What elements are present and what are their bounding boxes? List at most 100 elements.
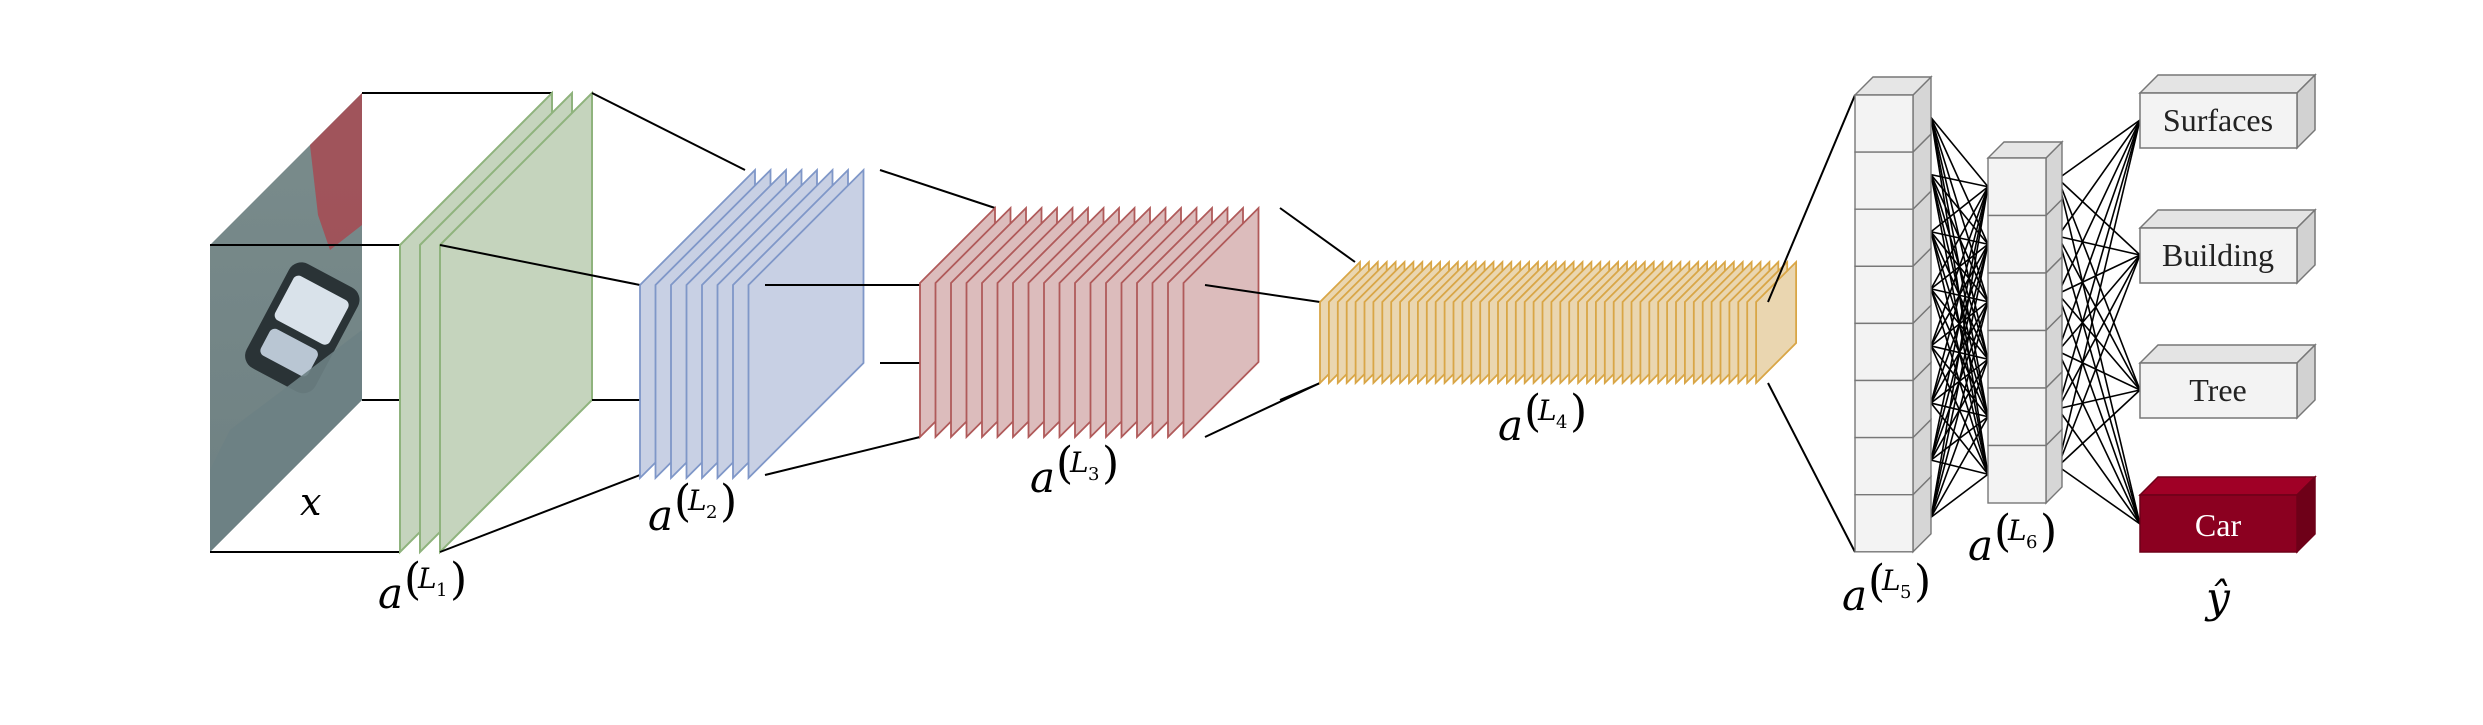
dense-edge bbox=[1930, 173, 1989, 188]
l5-cell bbox=[1854, 151, 1914, 210]
dense-edge bbox=[2057, 254, 2141, 410]
l2-map bbox=[747, 167, 865, 481]
dense-edge bbox=[1930, 186, 1989, 347]
layer-l6: a ( L 6 ) bbox=[1968, 140, 2064, 570]
l4-maps bbox=[1319, 259, 1797, 386]
svg-text:): ) bbox=[720, 476, 737, 527]
output-label: ŷ bbox=[2204, 573, 2231, 622]
svg-text:L: L bbox=[1069, 446, 1089, 479]
svg-text:): ) bbox=[1102, 438, 1119, 489]
dense-edge bbox=[2057, 178, 2141, 391]
l6-cells bbox=[1986, 140, 2064, 505]
l5-cells bbox=[1853, 75, 1933, 554]
dense-edge bbox=[2057, 293, 2141, 391]
class-label-car: Car bbox=[2195, 507, 2242, 543]
svg-text:4: 4 bbox=[1556, 412, 1567, 433]
svg-text:6: 6 bbox=[2026, 532, 2037, 553]
l5-cell bbox=[1854, 208, 1914, 267]
class-box-building: Building bbox=[2138, 208, 2317, 285]
l5-cell bbox=[1854, 265, 1914, 325]
dense-edge bbox=[2057, 254, 2141, 352]
layer-l5: a ( L 5 ) bbox=[1842, 75, 1933, 620]
svg-text:(: ( bbox=[1868, 556, 1885, 607]
output-classes: Surfaces Building Tree Car ŷ bbox=[2138, 73, 2317, 622]
l1-label: a ( L 1 ) bbox=[378, 554, 467, 618]
l6-cell bbox=[1987, 272, 2047, 332]
layer-l1: a ( L 1 ) bbox=[378, 90, 746, 618]
svg-text:(: ( bbox=[404, 554, 421, 605]
l6-cell bbox=[1987, 157, 2047, 217]
l2-maps bbox=[639, 167, 865, 481]
dense-edge bbox=[2057, 178, 2141, 525]
l4-map bbox=[1755, 259, 1797, 386]
layer-l3: a ( L 3 ) bbox=[919, 205, 1356, 502]
l2-label: a ( L 2 ) bbox=[648, 476, 737, 540]
input-red-patch bbox=[310, 93, 362, 250]
dense-edge bbox=[2057, 254, 2141, 467]
svg-text:3: 3 bbox=[1088, 464, 1099, 485]
svg-text:L: L bbox=[687, 484, 707, 517]
input-image: x bbox=[210, 92, 552, 553]
svg-text:L: L bbox=[417, 562, 437, 595]
l6-label: a ( L 6 ) bbox=[1968, 506, 2057, 570]
layer-l2: a ( L 2 ) bbox=[639, 167, 996, 540]
l5-label: a ( L 5 ) bbox=[1842, 556, 1931, 620]
dense-edge bbox=[2057, 119, 2141, 467]
l4-label: a ( L 4 ) bbox=[1498, 386, 1587, 450]
dense-edge bbox=[1930, 358, 1989, 518]
svg-text:a: a bbox=[1498, 401, 1523, 450]
svg-text:L: L bbox=[1881, 564, 1901, 597]
dense-connections-l5-l6 bbox=[1930, 117, 1989, 518]
dense-edge bbox=[2057, 119, 2141, 295]
input-label: x bbox=[300, 480, 321, 524]
l3-label: a ( L 3 ) bbox=[1030, 438, 1119, 502]
dense-edge bbox=[2057, 119, 2141, 237]
dense-edge bbox=[1930, 186, 1989, 461]
l5-cell bbox=[1854, 379, 1914, 439]
class-box-surfaces: Surfaces bbox=[2138, 73, 2317, 150]
dense-edge bbox=[1930, 473, 1989, 518]
dense-edge bbox=[1930, 186, 1989, 404]
l4-connectors bbox=[1767, 94, 1856, 553]
dense-edge bbox=[1930, 416, 1989, 518]
class-box-tree: Tree bbox=[2138, 343, 2317, 420]
class-label-building: Building bbox=[2162, 237, 2274, 273]
svg-text:): ) bbox=[450, 554, 467, 605]
dense-connections-l6-output bbox=[2057, 119, 2141, 525]
svg-text:(: ( bbox=[1994, 506, 2011, 557]
svg-text:(: ( bbox=[1056, 438, 1073, 489]
dense-edge bbox=[1930, 186, 1989, 518]
dense-edge bbox=[1930, 301, 1989, 518]
svg-text:(: ( bbox=[674, 476, 691, 527]
l6-cell bbox=[1987, 444, 2047, 504]
svg-text:5: 5 bbox=[1900, 582, 1911, 603]
svg-text:1: 1 bbox=[436, 580, 447, 601]
l2-connectors bbox=[764, 169, 996, 476]
dense-edge bbox=[2057, 119, 2141, 180]
dense-edge bbox=[2057, 236, 2141, 525]
dense-edge bbox=[1930, 186, 1989, 290]
svg-text:L: L bbox=[2007, 514, 2027, 547]
dense-edge bbox=[2057, 178, 2141, 256]
dense-edge bbox=[2057, 465, 2141, 525]
dense-edge bbox=[2057, 119, 2141, 409]
dense-edge bbox=[2057, 408, 2141, 525]
svg-text:a: a bbox=[1842, 571, 1867, 620]
input-road bbox=[210, 330, 362, 552]
class-label-tree: Tree bbox=[2189, 372, 2246, 408]
l5-cell bbox=[1854, 322, 1914, 382]
l6-cell bbox=[1987, 214, 2047, 274]
l6-cell bbox=[1987, 387, 2047, 447]
svg-text:2: 2 bbox=[706, 502, 717, 523]
dense-edge bbox=[1930, 117, 1989, 188]
dense-edge bbox=[1930, 244, 1989, 518]
dense-edge bbox=[2057, 350, 2141, 525]
l5-cell bbox=[1854, 436, 1914, 496]
dense-edge bbox=[2057, 254, 2141, 295]
layer-l4: a ( L 4 ) bbox=[1319, 94, 1856, 553]
dense-edge bbox=[2057, 235, 2141, 391]
dense-edge bbox=[1930, 186, 1989, 233]
dense-edge bbox=[2057, 389, 2141, 410]
